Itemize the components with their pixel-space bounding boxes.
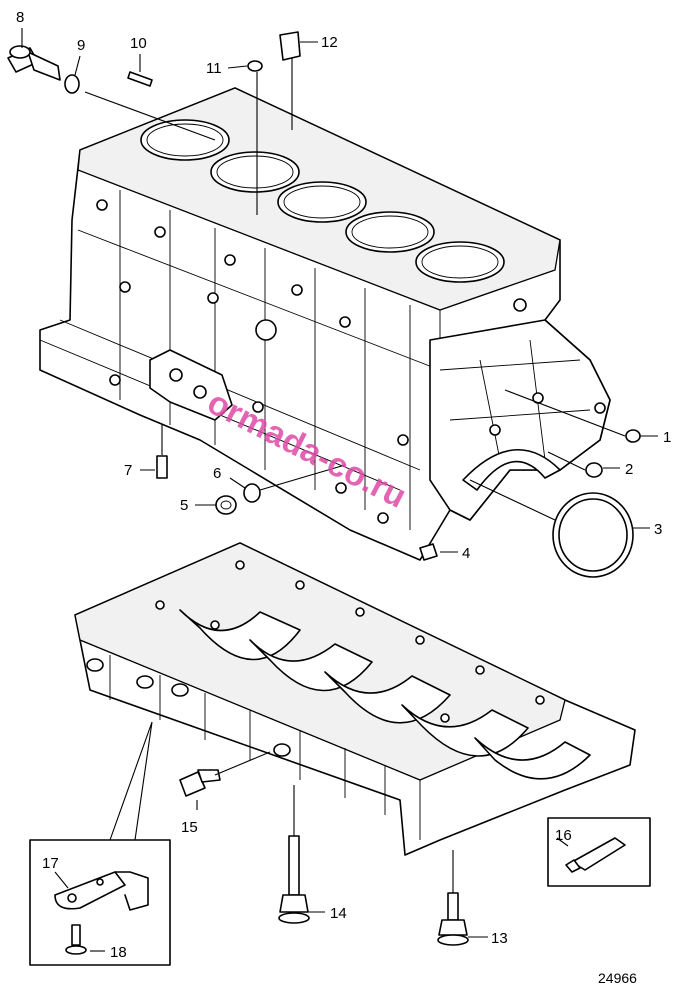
part-15-sensor <box>179 769 221 797</box>
callout-16: 16 <box>555 827 572 844</box>
inset-box-bracket <box>29 721 171 966</box>
callout-12: 12 <box>321 34 338 51</box>
engine-block-upper <box>39 87 611 561</box>
part-13-bolt <box>437 892 469 946</box>
part-2-plug <box>585 462 603 478</box>
callout-14: 14 <box>330 905 347 922</box>
callout-3: 3 <box>654 521 662 538</box>
callout-10: 10 <box>130 35 147 52</box>
callout-9: 9 <box>77 37 85 54</box>
callout-7: 7 <box>124 462 132 479</box>
part-5-plug <box>215 495 237 515</box>
part-4-dowel <box>419 543 438 561</box>
callout-18: 18 <box>110 944 127 961</box>
part-9-o-ring <box>64 74 80 94</box>
part-11-plug <box>247 60 263 72</box>
callout-15: 15 <box>181 819 198 836</box>
callout-11: 11 <box>206 60 222 77</box>
inset-box-sealant <box>547 817 651 887</box>
callout-1: 1 <box>663 429 671 446</box>
part-12-clip <box>279 31 301 61</box>
leader-lines <box>21 28 658 952</box>
part-14-bolt <box>278 835 310 924</box>
callout-5: 5 <box>180 497 188 514</box>
callout-17: 17 <box>42 855 59 872</box>
callout-2: 2 <box>625 461 633 478</box>
part-10-pin <box>127 71 153 87</box>
part-8-plug <box>7 45 61 81</box>
callout-8: 8 <box>16 9 24 26</box>
part-7-pin <box>156 455 168 479</box>
diagram-reference-number: 24966 <box>598 970 637 986</box>
callout-13: 13 <box>491 930 508 947</box>
callout-labels: 1 2 3 4 5 6 7 8 9 10 11 12 13 14 15 16 1… <box>16 9 671 961</box>
callout-4: 4 <box>462 545 470 562</box>
callout-6: 6 <box>213 465 221 482</box>
part-6-washer <box>243 483 261 503</box>
part-3-seal <box>552 492 634 578</box>
engine-block-lower <box>74 542 636 856</box>
part-1-plug <box>625 429 641 443</box>
